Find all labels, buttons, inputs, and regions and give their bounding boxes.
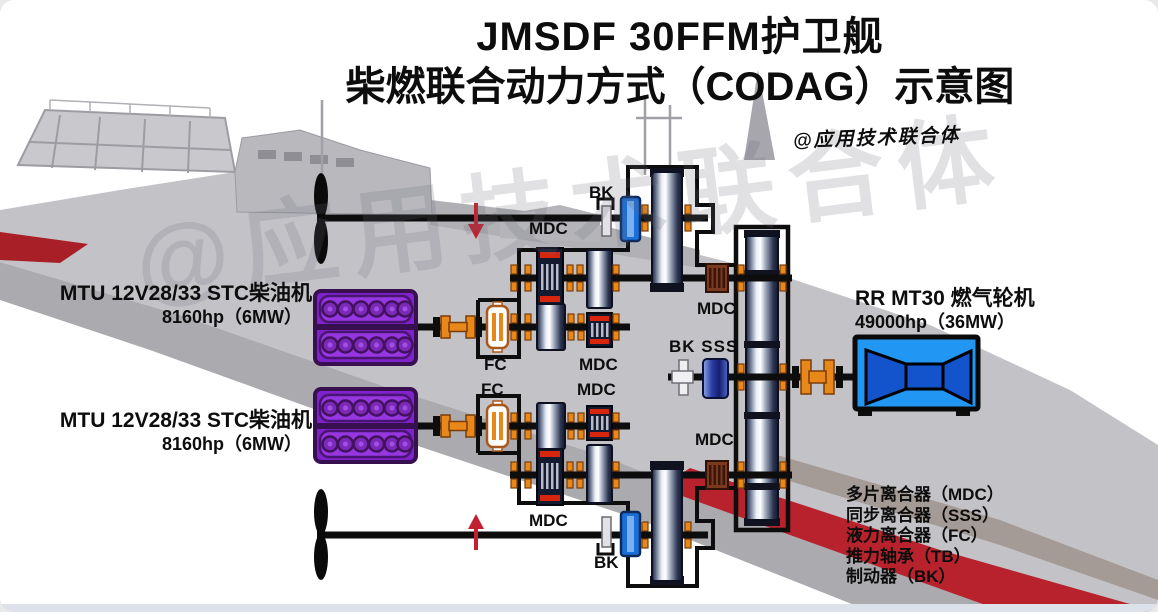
gear (536, 303, 566, 351)
legend-item-bk: 制动器（BK） (846, 567, 956, 587)
propeller-icon (314, 173, 328, 264)
title-block: JMSDF 30FFM护卫舰 柴燃联合动力方式（CODAG）示意图 (300, 16, 1060, 108)
mdc-label-column-upper: MDC (697, 299, 736, 318)
mdc-label-bottom: MDC (529, 511, 568, 530)
bk-sss-label: BK SSS (669, 337, 739, 356)
upper-drivetrain (313, 165, 792, 366)
hull-red-stern (0, 232, 88, 263)
bk-label-top: BK (589, 183, 614, 202)
diesel-2-name: MTU 12V28/33 STC柴油机 (59, 409, 312, 432)
gearbox-outline (476, 165, 736, 359)
gas-turbine-power: 49000hp（36MW） (855, 312, 1016, 333)
diesel-engine-1-label: MTU 12V28/33 STC柴油机 8160hp（6MW） (40, 282, 312, 328)
gas-turbine-label: RR MT30 燃气轮机 49000hp（36MW） (855, 287, 1035, 333)
page-title-line1: JMSDF 30FFM护卫舰 (476, 15, 884, 59)
gear (586, 249, 613, 309)
page-title-line2: 柴燃联合动力方式（CODAG）示意图 (345, 65, 1015, 109)
gas-turbine-line (668, 334, 981, 416)
mdc-label-column-lower: MDC (695, 430, 734, 449)
diesel-engine-2-label: MTU 12V28/33 STC柴油机 8160hp（6MW） (40, 409, 312, 455)
power-flow-arrow-icon (468, 203, 484, 239)
legend-item-sss: 同步离合器（SSS） (846, 505, 1000, 525)
fluid-coupling-fc (485, 301, 510, 353)
brake-assembly (596, 195, 642, 243)
helideck (16, 99, 237, 174)
mdc-label-upper-diesel: MDC (579, 355, 618, 374)
bottom-strip (0, 604, 1158, 612)
fc-label-lower: FC (481, 380, 504, 399)
mdc-clutch (536, 247, 564, 307)
hull-red-keel (660, 468, 1158, 612)
mast (320, 70, 775, 178)
diesel-1-power: 8160hp（6MW） (161, 307, 302, 328)
legend-item-mdc: 多片离合器（MDC） (846, 485, 1004, 504)
legend: 多片离合器（MDC） 同步离合器（SSS） 液力离合器（FC） 推力轴承（TB）… (846, 485, 1004, 588)
fc-label-upper: FC (484, 355, 507, 374)
sss-clutch (702, 358, 729, 399)
gas-turbine-block (852, 334, 981, 416)
legend-item-fc: 液力离合器（FC） (846, 526, 988, 546)
turbine-coupling (792, 359, 843, 395)
mdc-label-top: MDC (529, 219, 568, 238)
mdc-clutch-column-side (705, 263, 729, 293)
mdc-label-lower-diesel: MDC (577, 380, 616, 399)
gas-turbine-name: RR MT30 燃气轮机 (855, 287, 1035, 310)
superstructure (234, 129, 433, 216)
bk-label-bottom: BK (594, 553, 619, 572)
diesel-1-name: MTU 12V28/33 STC柴油机 (59, 282, 312, 305)
mdc-clutch-diesel (586, 312, 613, 348)
brake-bk-cross (671, 359, 694, 396)
legend-item-tb: 推力轴承（TB） (846, 546, 971, 566)
diesel-2-power: 8160hp（6MW） (161, 434, 302, 455)
diesel-engine-block (313, 289, 418, 366)
shaft-coupling (433, 315, 482, 339)
reduction-gear-tall (650, 168, 684, 292)
